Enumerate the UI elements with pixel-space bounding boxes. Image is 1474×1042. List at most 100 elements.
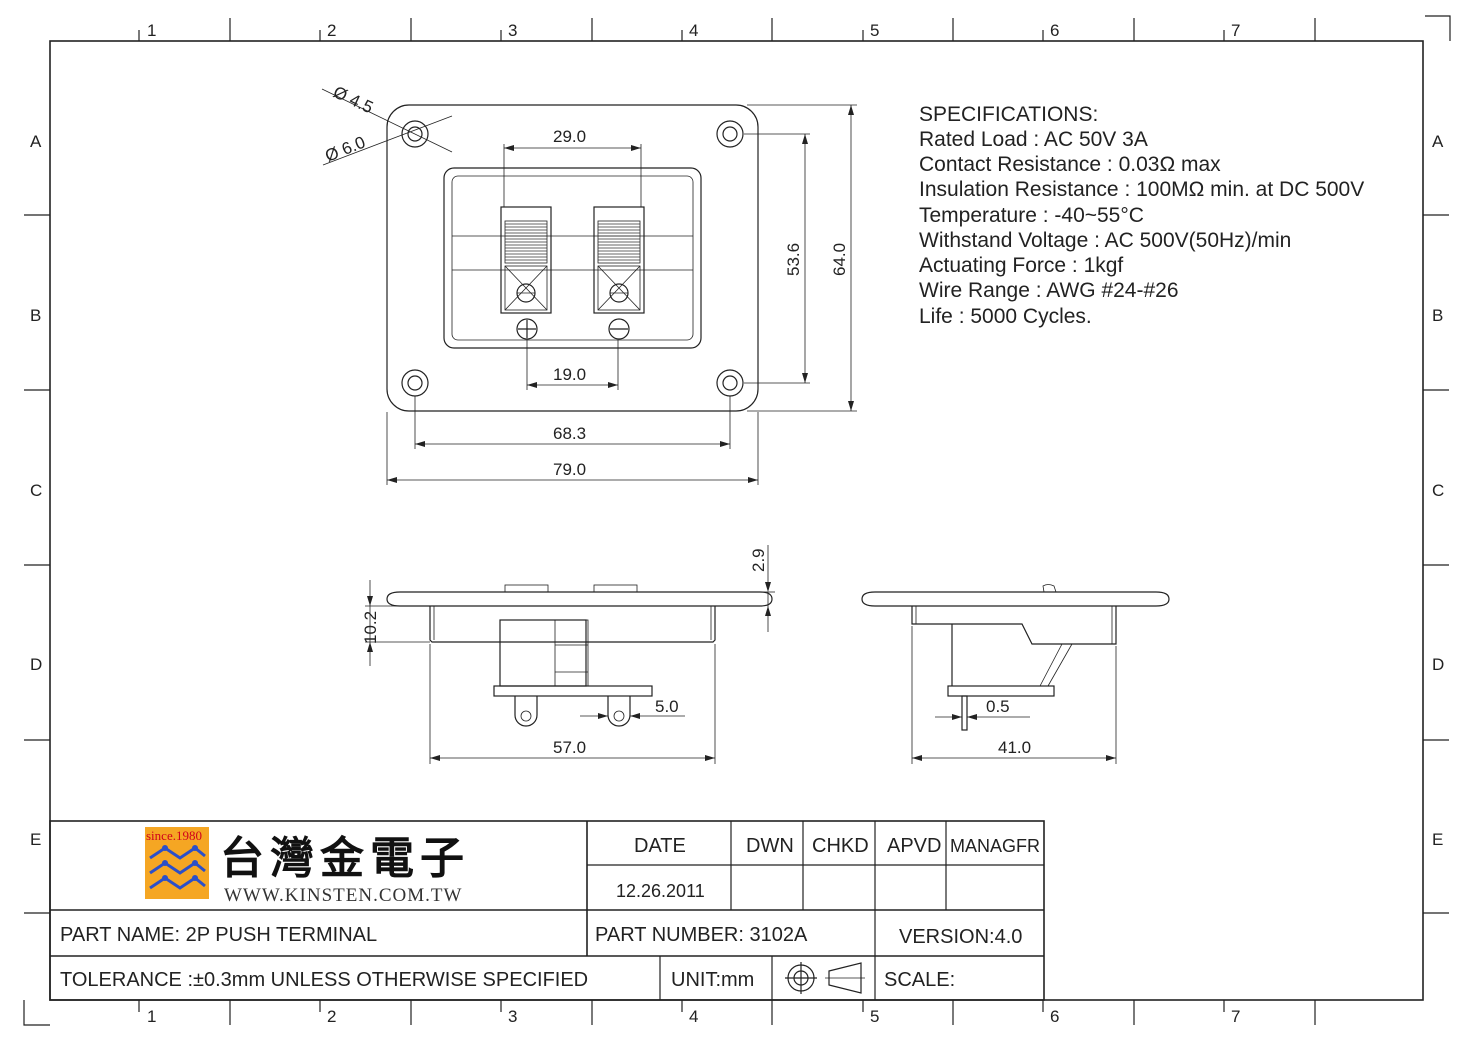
part-name: PART NAME: 2P PUSH TERMINAL [60,924,377,946]
dim-0-5: 0.5 [935,697,1030,720]
zone-top-3: 3 [508,21,517,40]
plus-symbol [516,318,538,340]
bottom-view: 2.9 10.2 5.0 57.0 [361,545,775,764]
spec-line: Contact Resistance : 0.03Ω max [919,153,1221,176]
zone-left-B: B [30,306,41,325]
zone-top-4: 4 [689,21,698,40]
push-button-left [500,206,552,314]
spec-line: Wire Range : AWG #24-#26 [919,279,1179,302]
side-zone-rulers [24,214,1449,914]
mounting-hole-bottom-right [716,369,744,397]
bottom-zone-ruler [138,1000,1316,1025]
zone-labels: 1 2 3 4 5 6 7 1 2 3 4 5 6 7 A B C D E A … [30,21,1444,1026]
dim-79: 79.0 [386,412,759,485]
zone-bottom-1: 1 [147,1007,156,1026]
front-view: 29.0 19.0 68.3 79.0 [321,82,857,485]
dim-overall-height: 64.0 [830,243,849,276]
mounting-hole-top-left [401,120,429,148]
dim-body-depth: 10.2 [361,611,380,644]
header-apvd: APVD [887,835,941,857]
recess-outer [443,167,702,349]
header-managfr: MANAGFR [950,836,1040,856]
spec-line: Temperature : -40~55°C [919,204,1144,227]
tolerance: TOLERANCE :±0.3mm UNLESS OTHERWISE SPECI… [60,969,588,991]
mounting-hole-bottom-left [401,369,429,397]
zone-bottom-4: 4 [689,1007,698,1026]
top-zone-ruler [138,18,1316,41]
scale: SCALE: [884,969,955,991]
corner-mark-bottom-left [23,1000,50,1026]
header-date: DATE [634,835,686,857]
zone-right-E: E [1432,830,1443,849]
spec-line: Life : 5000 Cycles. [919,305,1092,328]
corner-mark-top-right [1425,15,1451,41]
dim-57: 57.0 [429,644,716,764]
mounting-plate-outline [386,104,759,412]
push-button-right [593,206,645,314]
spec-line: Rated Load : AC 50V 3A [919,128,1148,151]
zone-top-6: 6 [1050,21,1059,40]
third-angle-projection-icon [785,962,865,994]
dim-53-6: 53.6 [744,133,810,384]
recess-inner [451,175,694,341]
dim-hole-pitch-v: 53.6 [784,243,803,276]
zone-right-A: A [1432,132,1444,151]
zone-top-7: 7 [1231,21,1240,40]
company-name: 台灣金電子 [220,833,470,884]
spec-line: Actuating Force : 1kgf [919,254,1123,277]
zone-left-D: D [30,655,42,674]
zone-left-E: E [30,830,41,849]
zone-top-5: 5 [870,21,879,40]
flange [386,591,773,607]
part-number: PART NUMBER: 3102A [595,924,808,946]
zone-bottom-6: 6 [1050,1007,1059,1026]
dim-tab-width: 5.0 [655,697,679,716]
dim-side-depth: 41.0 [998,738,1031,757]
zone-right-C: C [1432,481,1444,500]
dim-10-2: 10.2 [361,580,430,666]
company-website: WWW.KINSTEN.COM.TW [224,885,462,906]
dim-flange-thickness: 2.9 [749,548,768,572]
unit: UNIT:mm [671,969,754,991]
dim-19: 19.0 [526,340,619,390]
zone-left-C: C [30,481,42,500]
zone-right-B: B [1432,306,1443,325]
company-logo: since.1980 [145,827,209,899]
spec-line: Insulation Resistance : 100MΩ min. at DC… [919,178,1364,201]
version: VERSION:4.0 [899,926,1022,948]
zone-right-D: D [1432,655,1444,674]
dim-29: 29.0 [503,127,642,207]
zone-top-1: 1 [147,21,156,40]
header-dwn: DWN [746,835,794,857]
dim-terminal-spacing: 29.0 [553,127,586,146]
minus-symbol [608,318,630,340]
dim-5: 5.0 [580,697,685,719]
specifications-block: SPECIFICATIONS: Rated Load : AC 50V 3A C… [919,103,1364,328]
zone-left-A: A [30,132,42,151]
dim-body-width: 57.0 [553,738,586,757]
mounting-hole-top-right [716,120,744,148]
spec-heading: SPECIFICATIONS: [919,103,1098,126]
dim-hole-large: Ø 6.0 [322,133,368,166]
side-view: 0.5 41.0 [861,584,1170,764]
dim-hole-small: Ø 4.5 [330,82,376,117]
dim-screw-spacing: 19.0 [553,365,586,384]
dim-pin-thickness: 0.5 [986,697,1010,716]
dim-68-3: 68.3 [414,396,731,449]
side-flange [861,591,1170,607]
title-block: since.1980 台灣金電子 WWW.KINSTEN.COM.TW DATE… [49,820,1045,1001]
zone-bottom-7: 7 [1231,1007,1240,1026]
logo-since: since.1980 [146,828,202,843]
dim-hole-pitch-h: 68.3 [553,424,586,443]
dim-2-9: 2.9 [749,545,775,632]
zone-bottom-3: 3 [508,1007,517,1026]
dim-overall-width: 79.0 [553,460,586,479]
date-value: 12.26.2011 [616,881,705,901]
spec-line: Withstand Voltage : AC 500V(50Hz)/min [919,229,1291,252]
zone-bottom-2: 2 [327,1007,336,1026]
header-chkd: CHKD [812,835,869,857]
zone-bottom-5: 5 [870,1007,879,1026]
dim-41: 41.0 [911,626,1117,764]
zone-top-2: 2 [327,21,336,40]
